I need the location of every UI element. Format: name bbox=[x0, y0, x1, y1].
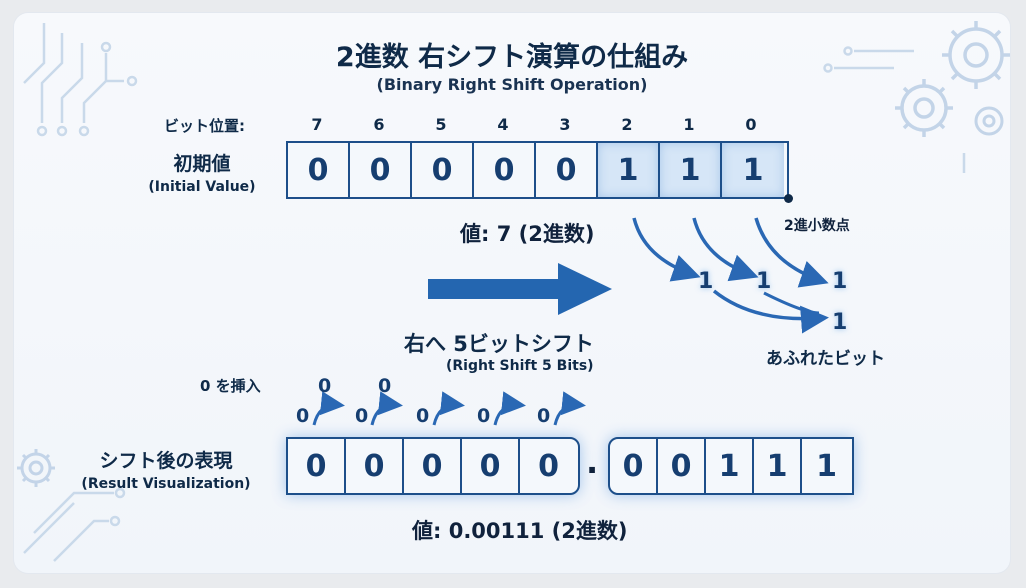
shift-label: 右へ 5ビットシフト bbox=[404, 332, 594, 356]
overflow-bit: 1 bbox=[832, 310, 848, 335]
gear-icon bbox=[942, 21, 1010, 89]
result-frac-bit: 1 bbox=[754, 439, 802, 493]
result-int-bit: 0 bbox=[288, 439, 346, 493]
result-int-bit: 0 bbox=[346, 439, 404, 493]
result-label: シフト後の表現 (Result Visualization) bbox=[66, 446, 266, 492]
result-frac-bit: 1 bbox=[706, 439, 754, 493]
initial-bit-7: 0 bbox=[288, 143, 350, 197]
initial-label-sub: (Initial Value) bbox=[148, 179, 256, 195]
result-label-sub: (Result Visualization) bbox=[81, 476, 251, 492]
insert-zero-upper: 0 bbox=[318, 375, 332, 397]
initial-bit-4: 0 bbox=[474, 143, 536, 197]
insert-label: 0 を挿入 bbox=[200, 377, 261, 395]
initial-label-main: 初期値 bbox=[173, 153, 231, 175]
bit-position-2: 2 bbox=[621, 115, 633, 134]
overflow-arrows bbox=[632, 217, 829, 334]
diagram-card: 2進数 右シフト演算の仕組み (Binary Right Shift Opera… bbox=[14, 13, 1010, 573]
page-subtitle: (Binary Right Shift Operation) bbox=[376, 75, 648, 94]
bit-position-0: 0 bbox=[745, 115, 757, 134]
result-int-bit: 0 bbox=[538, 448, 559, 484]
result-fraction-register: 0 0 1 1 1 bbox=[608, 437, 854, 495]
overflow-bit: 1 bbox=[832, 269, 848, 294]
result-int-bit: 0 bbox=[404, 439, 462, 493]
gear-icon bbox=[17, 449, 55, 487]
circuit-icon bbox=[23, 487, 126, 562]
overflow-label: あふれたビット bbox=[766, 349, 885, 369]
bit-position-1: 1 bbox=[683, 115, 695, 134]
insert-zero: 0 bbox=[355, 405, 369, 427]
insert-arrows bbox=[312, 391, 586, 426]
initial-value-text: 値: 7 (2進数) bbox=[460, 222, 595, 246]
bit-position-4: 4 bbox=[497, 115, 509, 134]
initial-bit-2: 1 bbox=[598, 143, 660, 197]
initial-bit-6: 0 bbox=[350, 143, 412, 197]
initial-bit-0: 1 bbox=[722, 143, 784, 197]
insert-zero: 0 bbox=[416, 405, 430, 427]
result-integer-register: 0 0 0 0 0 bbox=[286, 437, 580, 495]
shift-sublabel: (Right Shift 5 Bits) bbox=[446, 358, 594, 374]
insert-zero-upper: 0 bbox=[378, 375, 392, 397]
initial-bit-5: 0 bbox=[412, 143, 474, 197]
bit-position-6: 6 bbox=[373, 115, 385, 134]
result-binary-point: . bbox=[586, 443, 599, 481]
arrows-layer bbox=[312, 217, 829, 426]
overflow-bit: 1 bbox=[698, 269, 714, 294]
result-frac-bit: 0 bbox=[610, 439, 658, 493]
bit-position-7: 7 bbox=[311, 115, 323, 134]
circuit-icon bbox=[23, 23, 138, 137]
circuit-icon bbox=[823, 46, 966, 173]
overflow-bit: 1 bbox=[756, 269, 772, 294]
bit-position-label: ビット位置: bbox=[164, 117, 245, 135]
initial-bit-3: 0 bbox=[536, 143, 598, 197]
initial-value-label: 初期値 (Initial Value) bbox=[142, 149, 262, 195]
binary-point-dot bbox=[784, 194, 793, 203]
bit-position-5: 5 bbox=[435, 115, 447, 134]
gear-icon bbox=[895, 79, 953, 137]
insert-zero: 0 bbox=[537, 405, 551, 427]
result-frac-bit: 1 bbox=[816, 448, 837, 484]
result-frac-bit: 0 bbox=[658, 439, 706, 493]
binary-point-label: 2進小数点 bbox=[784, 218, 850, 234]
insert-zero: 0 bbox=[296, 405, 310, 427]
result-value-text: 値: 0.00111 (2進数) bbox=[412, 519, 628, 543]
gear-icon bbox=[974, 106, 1004, 136]
bit-position-3: 3 bbox=[559, 115, 571, 134]
shift-arrow-icon bbox=[428, 263, 612, 315]
insert-zero: 0 bbox=[477, 405, 491, 427]
background-decoration bbox=[17, 21, 1010, 562]
initial-register: 0 0 0 0 0 1 1 1 bbox=[286, 141, 789, 199]
result-label-main: シフト後の表現 bbox=[99, 450, 233, 472]
result-int-bit: 0 bbox=[462, 439, 520, 493]
initial-bit-1: 1 bbox=[660, 143, 722, 197]
page-title: 2進数 右シフト演算の仕組み bbox=[335, 42, 689, 73]
